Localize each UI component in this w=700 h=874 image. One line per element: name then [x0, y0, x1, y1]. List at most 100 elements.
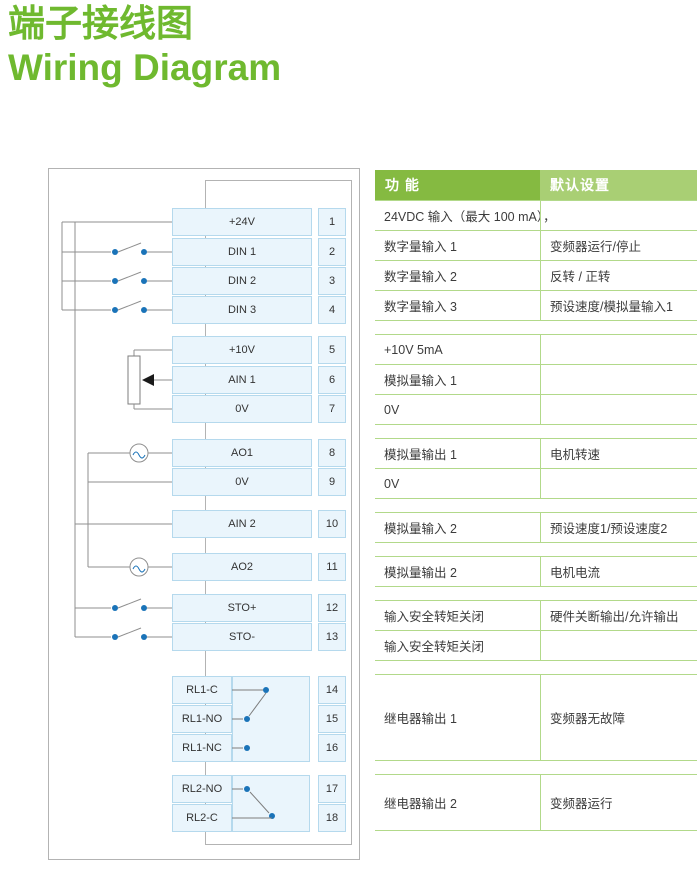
terminal-label: AIN 1: [172, 366, 312, 394]
terminal-label: AIN 2: [172, 510, 312, 538]
default-cell: 电机转速: [540, 439, 697, 468]
default-cell: 预设速度1/预设速度2: [540, 513, 697, 542]
terminal-label: 0V: [172, 395, 312, 423]
function-cell: 数字量输入 1: [384, 240, 457, 254]
table-row: +10V 5mA: [375, 335, 697, 364]
table-group-ain2: 模拟量输入 2 预设速度1/预设速度2: [375, 512, 697, 543]
function-cell: 模拟量输入 1: [384, 374, 457, 388]
terminal-label: RL1-NO: [172, 705, 232, 733]
rl2-relay-box: [232, 775, 310, 832]
default-cell: 硬件关断输出/允许输出: [540, 601, 697, 630]
terminal-number: 17: [318, 775, 346, 803]
terminal-label: DIN 1: [172, 238, 312, 266]
function-cell: 0V: [384, 402, 400, 417]
table-row: 继电器输出 2 变频器运行: [375, 775, 697, 830]
default-cell: [540, 335, 697, 364]
default-cell: [540, 395, 697, 424]
function-cell: 0V: [384, 476, 400, 491]
terminal-number: 3: [318, 267, 346, 295]
function-cell: +10V 5mA: [384, 342, 443, 357]
table-row: 数字量输入 3 预设速度/模拟量输入1: [375, 290, 697, 320]
terminal-label: RL2-C: [172, 804, 232, 832]
rl1-relay-box: [232, 676, 310, 762]
header-default: 默认设置: [540, 170, 697, 200]
table-row: 模拟量输出 1 电机转速: [375, 439, 697, 468]
function-cell: 继电器输出 2: [384, 797, 457, 811]
wiring-diagram: +24V DIN 1 DIN 2 DIN 3 +10V AIN 1 0V AO1…: [48, 168, 360, 860]
page-title: 端子接线图 Wiring Diagram: [8, 2, 281, 89]
default-cell: [540, 631, 697, 660]
table-row: 模拟量输入 1: [375, 364, 697, 394]
terminal-label: AO2: [172, 553, 312, 581]
terminal-number: 12: [318, 594, 346, 622]
terminal-number: 10: [318, 510, 346, 538]
function-table: 功 能 默认设置 24VDC 输入（最大 100 mA）， 数字量输入 1 变频…: [375, 170, 697, 831]
terminal-number: 11: [318, 553, 346, 581]
default-cell: 变频器无故障: [540, 675, 697, 760]
table-row: 输入安全转矩关闭: [375, 630, 697, 660]
function-cell: 输入安全转矩关闭: [384, 640, 485, 654]
table-group-10v: +10V 5mA 模拟量输入 1 0V: [375, 334, 697, 425]
default-cell: 变频器运行: [540, 775, 697, 830]
default-cell: 变频器运行/停止: [540, 231, 697, 260]
table-row: 24VDC 输入（最大 100 mA），: [375, 201, 697, 230]
default-cell: 预设速度/模拟量输入1: [540, 291, 697, 320]
table-row: 0V: [375, 394, 697, 424]
terminal-label: 0V: [172, 468, 312, 496]
function-cell: 继电器输出 1: [384, 712, 457, 726]
terminal-number: 2: [318, 238, 346, 266]
title-chinese: 端子接线图: [8, 3, 193, 44]
terminal-number: 18: [318, 804, 346, 832]
default-cell: [540, 365, 697, 394]
table-row: 继电器输出 1 变频器无故障: [375, 675, 697, 760]
table-row: 输入安全转矩关闭 硬件关断输出/允许输出: [375, 601, 697, 630]
function-cell: 模拟量输出 2: [384, 566, 457, 580]
terminal-number: 1: [318, 208, 346, 236]
table-row: 模拟量输出 2 电机电流: [375, 557, 697, 586]
terminal-label: DIN 3: [172, 296, 312, 324]
terminal-number: 14: [318, 676, 346, 704]
table-group-rl1: 继电器输出 1 变频器无故障: [375, 674, 697, 761]
terminal-number: 7: [318, 395, 346, 423]
function-cell: 模拟量输出 1: [384, 448, 457, 462]
table-group-sto: 输入安全转矩关闭 硬件关断输出/允许输出 输入安全转矩关闭: [375, 600, 697, 661]
terminal-label: DIN 2: [172, 267, 312, 295]
terminal-number: 4: [318, 296, 346, 324]
terminal-label: RL1-C: [172, 676, 232, 704]
default-cell: 反转 / 正转: [540, 261, 697, 290]
terminal-label: RL2-NO: [172, 775, 232, 803]
table-row: 数字量输入 1 变频器运行/停止: [375, 230, 697, 260]
terminal-number: 8: [318, 439, 346, 467]
header-function: 功 能: [375, 170, 540, 200]
table-group-24v: 24VDC 输入（最大 100 mA）， 数字量输入 1 变频器运行/停止 数字…: [375, 200, 697, 321]
terminal-label: STO-: [172, 623, 312, 651]
function-cell: 模拟量输入 2: [384, 522, 457, 536]
table-header: 功 能 默认设置: [375, 170, 697, 200]
table-row: 数字量输入 2 反转 / 正转: [375, 260, 697, 290]
table-row: 0V: [375, 468, 697, 498]
terminal-label: RL1-NC: [172, 734, 232, 762]
terminal-number: 9: [318, 468, 346, 496]
table-group-ao2: 模拟量输出 2 电机电流: [375, 556, 697, 587]
default-cell: [540, 201, 697, 230]
function-cell: 数字量输入 2: [384, 270, 457, 284]
default-cell: [540, 469, 697, 498]
terminal-number: 6: [318, 366, 346, 394]
terminal-number: 16: [318, 734, 346, 762]
terminal-number: 13: [318, 623, 346, 651]
title-english: Wiring Diagram: [8, 46, 282, 88]
terminal-label: +10V: [172, 336, 312, 364]
table-group-rl2: 继电器输出 2 变频器运行: [375, 774, 697, 831]
terminal-number: 15: [318, 705, 346, 733]
terminal-number: 5: [318, 336, 346, 364]
drive-enclosure-outline: [48, 168, 360, 860]
terminal-label: STO+: [172, 594, 312, 622]
table-row: 模拟量输入 2 预设速度1/预设速度2: [375, 513, 697, 542]
default-cell: 电机电流: [540, 557, 697, 586]
terminal-label: +24V: [172, 208, 312, 236]
function-cell: 24VDC 输入（最大 100 mA），: [384, 210, 556, 224]
function-cell: 数字量输入 3: [384, 300, 457, 314]
terminal-label: AO1: [172, 439, 312, 467]
function-cell: 输入安全转矩关闭: [384, 610, 485, 624]
